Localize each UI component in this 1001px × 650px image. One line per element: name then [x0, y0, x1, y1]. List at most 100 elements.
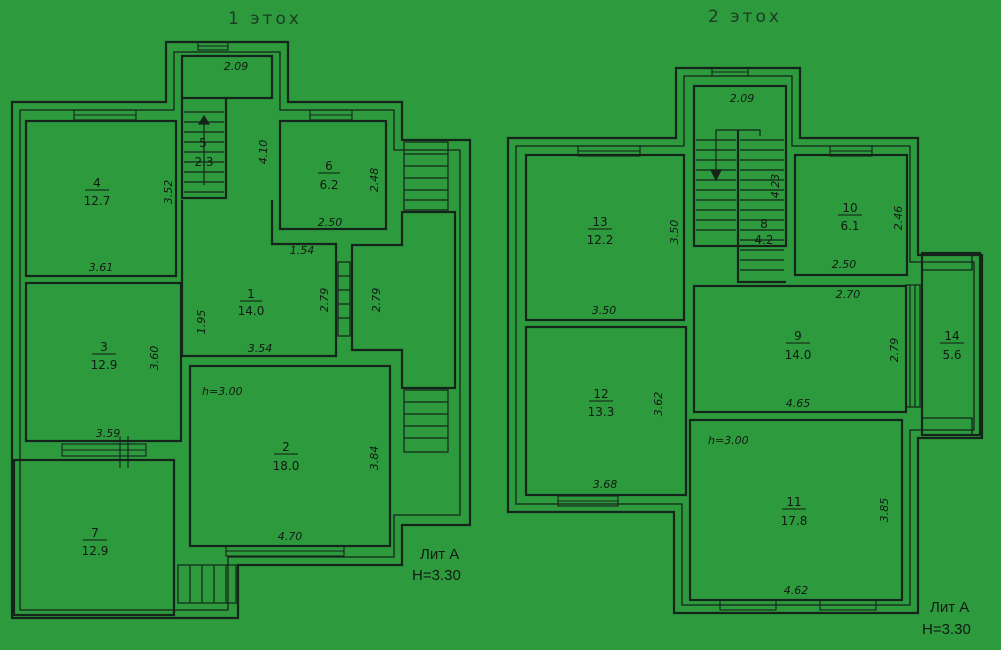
room-7-walls: [12, 458, 176, 617]
room-6-walls: [278, 119, 388, 231]
floor-1-porch-steps-bottom: [403, 389, 449, 453]
dim: 2.79: [888, 338, 901, 363]
dim: 4.10: [257, 140, 270, 165]
svg-text:12.9: 12.9: [82, 544, 109, 558]
floor-1-stair: [184, 111, 224, 193]
dim: 2.09: [224, 60, 249, 73]
dim: 2.46: [892, 206, 905, 231]
dim: 1.95: [195, 310, 208, 335]
floor-2-title: 2 этох: [708, 7, 782, 27]
svg-text:4: 4: [93, 176, 101, 190]
svg-text:5: 5: [199, 136, 207, 150]
dim: 2.70: [836, 288, 861, 301]
room-14-walls: [920, 251, 982, 437]
svg-text:9: 9: [794, 329, 802, 343]
room-11-label: 11 17.8: [781, 495, 808, 528]
room-13-walls: [524, 153, 686, 322]
floor-1: 1 этох: [10, 9, 472, 620]
dim: 3.54: [248, 342, 273, 355]
room-9-label: 9 14.0: [785, 329, 812, 362]
dim: 3.52: [162, 180, 175, 205]
floor-1-entry-steps: [177, 564, 237, 604]
svg-text:14: 14: [944, 329, 959, 343]
floor-2-height-label: H=3.30: [922, 621, 971, 638]
room-1-label: 1 14.0: [238, 287, 265, 318]
floor-1-title: 1 этох: [228, 9, 302, 29]
floor-2-lit-label: Лит А: [930, 599, 969, 616]
floor-1-inner-steps: [337, 261, 351, 337]
svg-text:6.2: 6.2: [319, 178, 338, 192]
svg-text:2.3: 2.3: [194, 155, 213, 169]
room-10-walls: [793, 153, 909, 277]
svg-text:12: 12: [593, 387, 608, 401]
dim: 1.54: [290, 244, 315, 257]
dim: 4.62: [784, 584, 809, 597]
floor-1-windows: [61, 41, 353, 557]
dim: 2.48: [368, 168, 381, 193]
svg-text:10: 10: [842, 201, 857, 215]
room-8-inner-wall: [736, 130, 786, 284]
room-6-label: 6 6.2: [318, 159, 340, 192]
dim: 3.50: [668, 220, 681, 245]
svg-text:2: 2: [282, 440, 290, 454]
floor-2-stair: [696, 129, 784, 271]
room-4-walls: [24, 119, 178, 278]
floor-1-porch-steps-top: [403, 141, 449, 211]
dim: 3.68: [593, 478, 618, 491]
svg-text:12.9: 12.9: [91, 358, 118, 372]
svg-text:13.3: 13.3: [588, 405, 615, 419]
room-8-label: 8 4.2: [754, 217, 773, 247]
dim: 3.62: [652, 392, 665, 417]
room-3-walls: [24, 281, 183, 443]
svg-text:11: 11: [786, 495, 801, 509]
room-7-label: 7 12.9: [82, 526, 109, 558]
svg-text:14.0: 14.0: [238, 304, 265, 318]
floor-2: 2 этох: [506, 7, 984, 638]
svg-text:4.2: 4.2: [754, 233, 773, 247]
room-14-label: 14 5.6: [940, 329, 964, 362]
svg-text:6.1: 6.1: [840, 219, 859, 233]
svg-text:14.0: 14.0: [785, 348, 812, 362]
floor-1-outer-wall: [10, 40, 472, 620]
svg-text:3: 3: [100, 340, 108, 354]
floor-1-height-label: H=3.30: [412, 567, 461, 584]
dim: 2.79: [370, 288, 383, 313]
room-14-corners: [922, 253, 973, 435]
floor-1-terrace-walls: [350, 210, 457, 390]
dim: 4.65: [786, 397, 811, 410]
svg-text:5.6: 5.6: [942, 348, 961, 362]
svg-text:1: 1: [247, 287, 255, 301]
dim: 3.85: [878, 498, 891, 523]
room-12-walls: [524, 325, 688, 497]
dim: 3.50: [592, 304, 617, 317]
dim: 4.70: [278, 530, 303, 543]
room-5-walls: [180, 98, 228, 200]
dim: 4.23: [769, 174, 782, 199]
room-10-label: 10 6.1: [838, 201, 862, 233]
floor-1-dimensions: 2.09 4.10 3.52 3.61 2.48 2.50 1.54 2.79 …: [89, 60, 383, 543]
svg-text:13: 13: [592, 215, 607, 229]
svg-text:7: 7: [91, 526, 99, 540]
room-8-walls: [692, 84, 788, 248]
dim: 2.50: [318, 216, 343, 229]
room-13-label: 13 12.2: [587, 215, 614, 247]
room-12-label: 12 13.3: [588, 387, 615, 419]
dim: h=3.00: [708, 434, 749, 447]
dim: 3.84: [368, 446, 381, 471]
svg-text:18.0: 18.0: [273, 459, 300, 473]
svg-text:12.2: 12.2: [587, 233, 614, 247]
svg-text:12.7: 12.7: [84, 194, 111, 208]
dim: 2.79: [318, 288, 331, 313]
room-4-label: 4 12.7: [84, 176, 111, 208]
svg-text:17.8: 17.8: [781, 514, 808, 528]
svg-text:6: 6: [325, 159, 333, 173]
room-3-label: 3 12.9: [91, 340, 118, 372]
floor-1-outer-wall-inner: [19, 51, 461, 611]
floor-1-lit-label: Лит А: [420, 546, 459, 563]
dim: 3.61: [89, 261, 114, 274]
room-5-label: 5 2.3: [194, 136, 213, 169]
svg-text:8: 8: [760, 217, 768, 231]
floor-2-balcony-door: [905, 284, 921, 408]
dim: 3.60: [148, 346, 161, 371]
floor-2-windows: [557, 67, 877, 611]
